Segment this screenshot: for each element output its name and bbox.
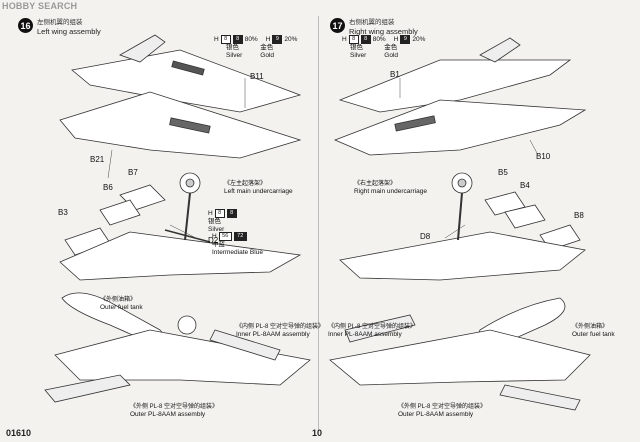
paint-code: 8: [226, 209, 237, 218]
paint-code: 9: [400, 35, 411, 44]
paint-percent: 80%: [244, 35, 258, 43]
step-number: 16: [18, 18, 33, 33]
step-17-header: 17 右侧机翼的组装 Right wing assembly: [330, 18, 418, 36]
note-cn: 《内侧 PL-8 空对空导弹的组装》: [236, 324, 325, 330]
part-label-b6: B6: [103, 183, 113, 192]
page-divider: [318, 16, 319, 430]
paint-h-label: H: [393, 35, 399, 43]
paint-name-cn: 金色: [384, 44, 398, 51]
paint-name-en: Intermediate Blue: [212, 248, 263, 256]
note-right-outer-fuel-tank: 《外侧油箱》 Outer fuel tank: [572, 323, 615, 339]
right-outer-missile: [499, 384, 581, 411]
page-number: 10: [312, 428, 323, 438]
paint-code: 9: [272, 35, 283, 44]
part-label-b8: B8: [574, 211, 584, 220]
part-label-d8: D8: [420, 232, 431, 241]
note-left-outer-pl8: 《外侧 PL-8 空对空导弹的组装》 Outer PL-8AAM assembl…: [130, 403, 218, 419]
paint-h-label: H: [342, 35, 347, 43]
note-cn: 《左主起落架》: [224, 181, 267, 187]
paint-code: 8: [214, 209, 225, 218]
note-cn: 《外侧油箱》: [572, 324, 609, 330]
note-left-main-undercarriage: 《左主起落架》 Left main undercarriage: [224, 180, 293, 196]
note-en: Outer fuel tank: [100, 304, 143, 311]
paint-name-cn: 银色: [208, 218, 221, 225]
note-right-inner-pl8: 《内侧 PL-8 空对空导弹的组装》 Inner PL-8AAM assembl…: [328, 323, 416, 339]
paint-code: 56: [218, 232, 232, 241]
right-flap-b4: [504, 204, 546, 229]
paint-code: 8: [348, 35, 359, 44]
note-en: Left main undercarriage: [224, 188, 293, 195]
note-cn: 《外侧油箱》: [100, 297, 137, 303]
paint-callout-intermediate-blue: H 56 72 中蓝 Intermediate Blue: [212, 232, 263, 256]
paint-name-cn: 银色: [226, 44, 239, 51]
paint-h-label: H: [214, 35, 219, 43]
left-wing-upper-part: [71, 49, 302, 113]
part-label-b5: B5: [498, 168, 508, 177]
note-cn: 《右主起落架》: [354, 181, 397, 187]
note-en: Outer PL-8AAM assembly: [398, 411, 474, 418]
step-title-en: Right wing assembly: [349, 27, 418, 36]
note-en: Inner PL-8AAM assembly: [328, 331, 402, 338]
watermark: HOBBY SEARCH: [2, 1, 78, 11]
paint-code: 8: [220, 35, 231, 44]
paint-code: 8: [360, 35, 371, 44]
note-cn: 《外侧 PL-8 空对空导弹的组装》: [130, 404, 219, 410]
paint-name-cn: 金色: [260, 44, 274, 51]
note-en: Right main undercarriage: [354, 188, 427, 195]
step-title-cn: 右侧机翼的组装: [349, 19, 395, 26]
step-16-header: 16 左侧机翼的组装 Left wing assembly: [18, 18, 101, 36]
paint-percent: 20%: [412, 35, 426, 43]
note-en: Outer PL-8AAM assembly: [130, 411, 206, 418]
left-inner-missile: [209, 329, 281, 361]
part-label-d2: D2: [208, 236, 219, 245]
part-label-b4: B4: [520, 181, 530, 190]
note-cn: 《内侧 PL-8 空对空导弹的组装》: [328, 324, 417, 330]
right-wing-upper-part: [338, 59, 572, 113]
paint-code: 72: [233, 232, 247, 241]
note-en: Outer fuel tank: [572, 331, 615, 338]
note-right-main-undercarriage: 《右主起落架》 Right main undercarriage: [354, 180, 427, 196]
paint-name-en: Silver: [350, 51, 367, 59]
part-label-b3: B3: [58, 208, 68, 217]
paint-h-label: H: [212, 232, 217, 240]
note-cn: 《外侧 PL-8 空对空导弹的组装》: [398, 404, 487, 410]
part-label-b10: B10: [536, 152, 551, 161]
right-wing-bottom-part: [339, 231, 586, 281]
note-right-outer-pl8: 《外侧 PL-8 空对空导弹的组装》 Outer PL-8AAM assembl…: [398, 403, 486, 419]
left-wing-bottom-part: [59, 231, 302, 281]
product-code: 01610: [6, 428, 32, 438]
part-label-b21: B21: [90, 155, 105, 164]
right-inner-missile: [344, 314, 416, 343]
left-wing-missile-part: [54, 329, 311, 386]
step-title-cn: 左侧机翼的组装: [37, 19, 83, 26]
part-label-b7: B7: [128, 168, 138, 177]
right-wing-lower-part: [333, 99, 587, 156]
note-en: Inner PL-8AAM assembly: [236, 331, 310, 338]
paint-name-en: Gold: [260, 51, 274, 59]
paint-name-en: Gold: [384, 51, 398, 59]
right-wing-missile-part: [329, 329, 591, 386]
paint-h-label: H: [208, 209, 213, 217]
paint-code: 8: [232, 35, 243, 44]
paint-percent: 80%: [372, 35, 386, 43]
paint-name-en: Silver: [226, 51, 243, 59]
paint-name-cn: 银色: [350, 44, 363, 51]
note-left-inner-pl8: 《内侧 PL-8 空对空导弹的组装》 Inner PL-8AAM assembl…: [236, 323, 324, 339]
paint-callout-silver: H 8 8 银色 Silver: [208, 209, 237, 233]
note-left-outer-fuel-tank: 《外侧油箱》 Outer fuel tank: [100, 296, 143, 312]
left-flap-b6: [99, 199, 141, 226]
part-label-b11: B11: [250, 72, 264, 81]
paint-name-cn: 中蓝: [212, 241, 225, 248]
step-title-en: Left wing assembly: [37, 27, 101, 36]
paint-name-en: Silver: [208, 225, 225, 233]
left-outer-missile: [44, 374, 131, 403]
paint-h-label: H: [265, 35, 271, 43]
paint-percent: 20%: [284, 35, 298, 43]
step-number: 17: [330, 18, 345, 33]
part-label-b1: B1: [390, 70, 400, 79]
